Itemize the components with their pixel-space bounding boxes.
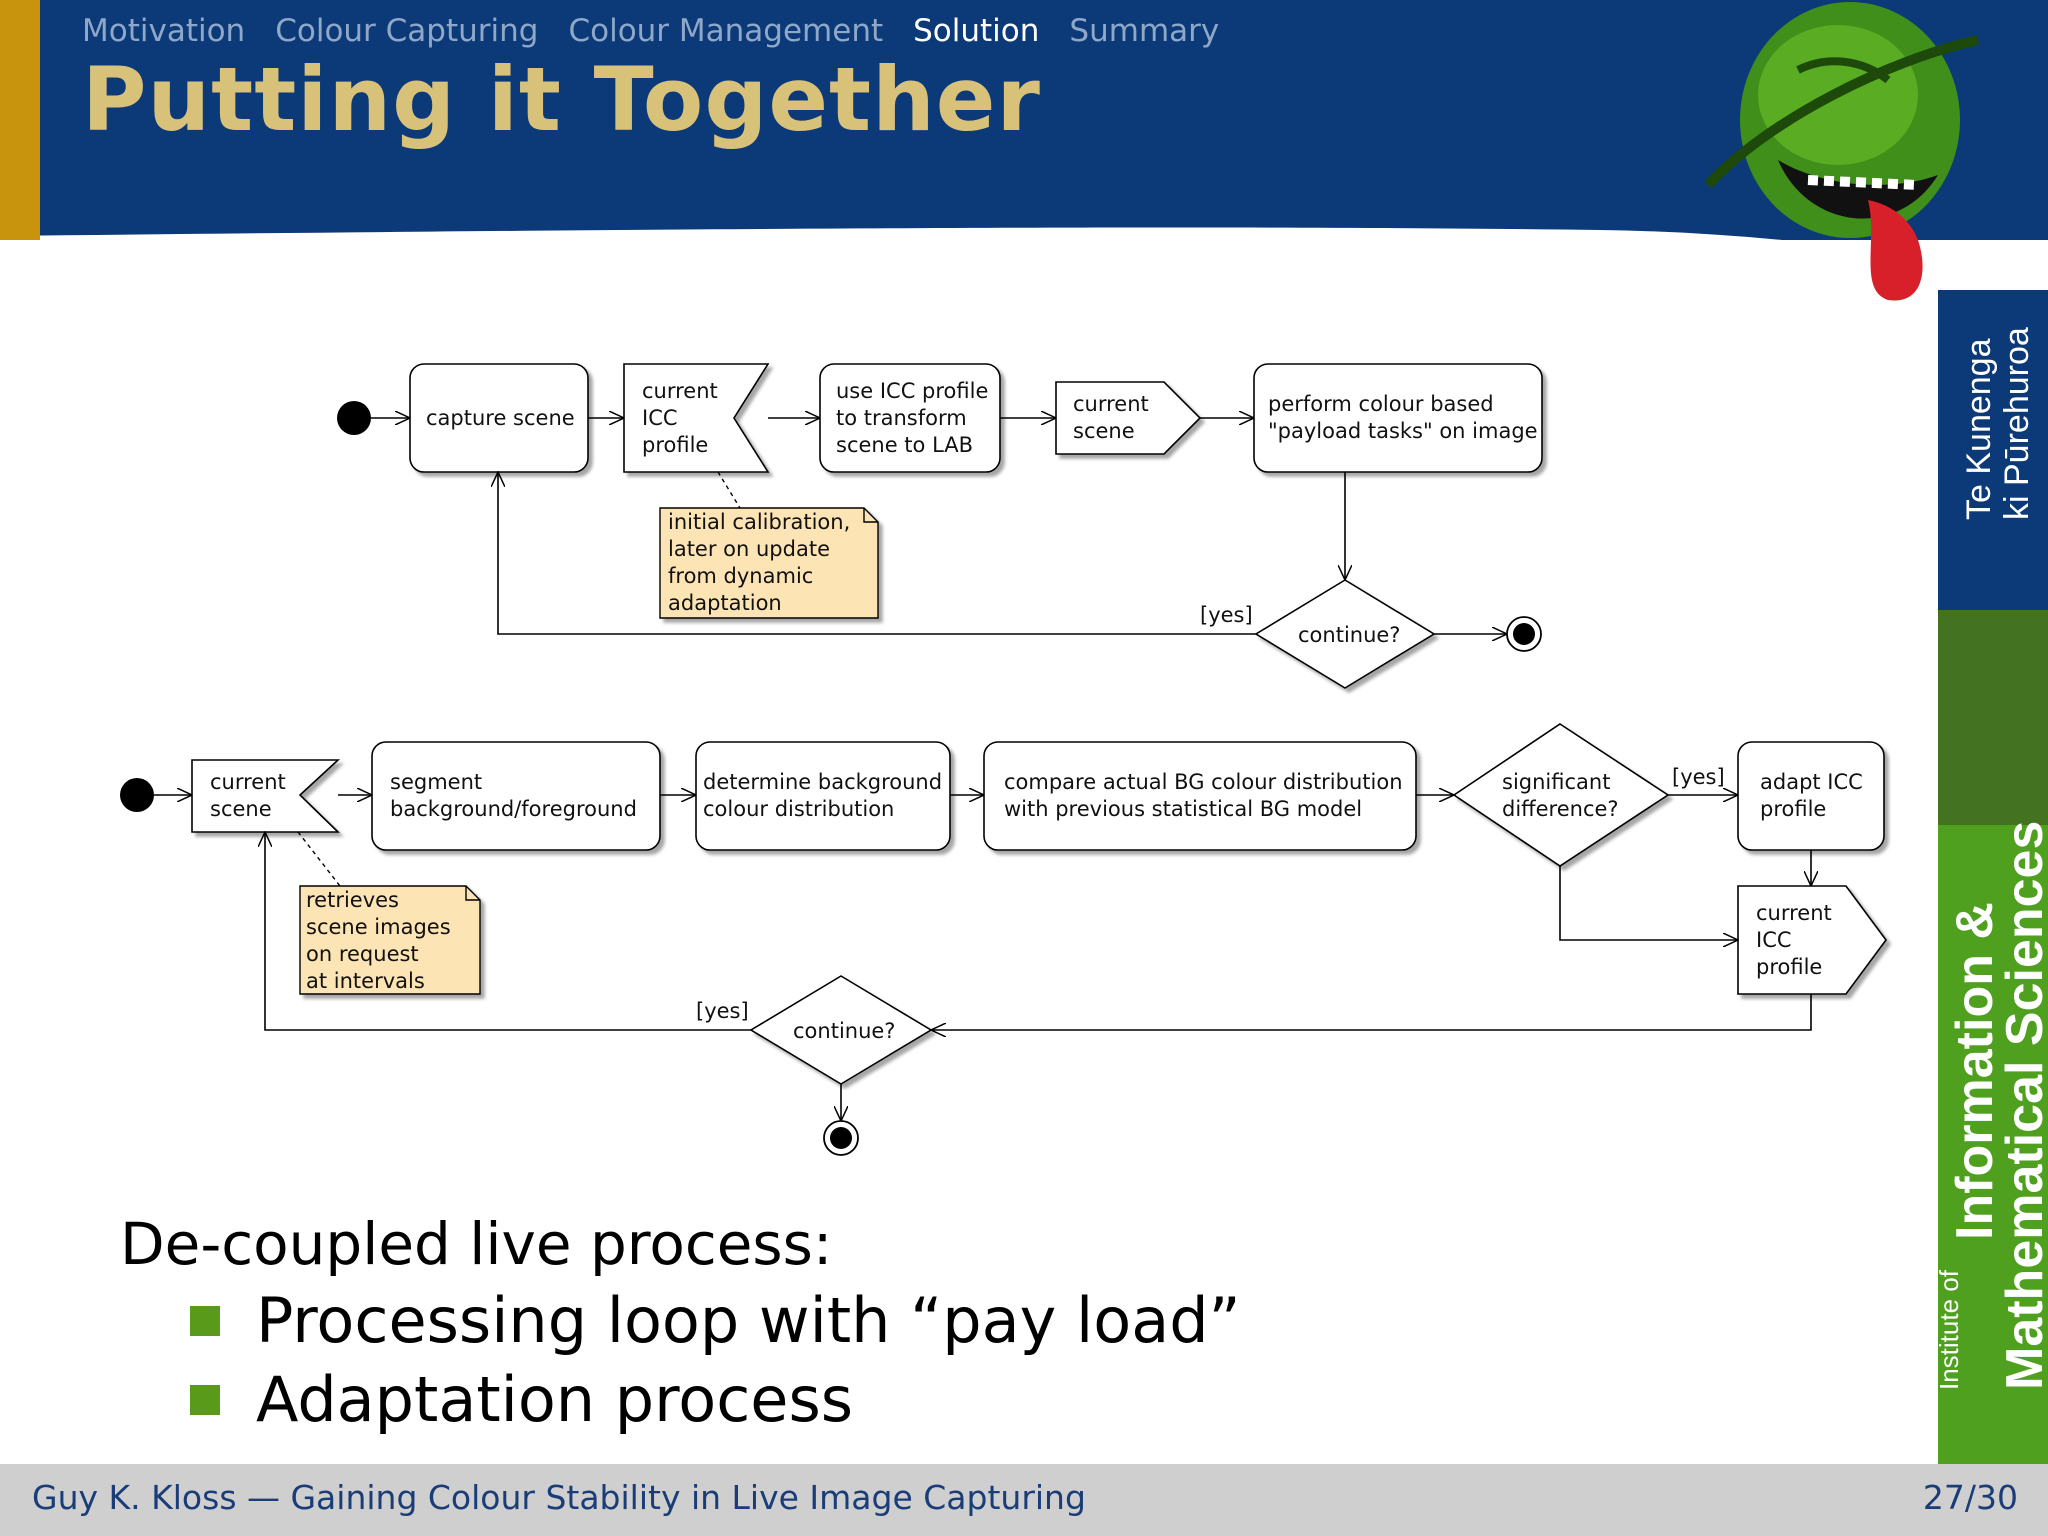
- institute-line1: Information &: [1946, 902, 2004, 1240]
- d2-note-line2: scene images: [306, 915, 451, 939]
- d1-calibration-note: initial calibration, later on update fro…: [659, 507, 879, 619]
- d1-continue-decision: continue?: [1254, 579, 1436, 689]
- d1-payload-line1: perform colour based: [1268, 392, 1494, 416]
- d2-adapt-line2: profile: [1760, 797, 1826, 821]
- nav-item-motivation[interactable]: Motivation: [82, 13, 246, 49]
- d2-note-line4: at intervals: [306, 969, 425, 993]
- d1-end-node: [1506, 616, 1542, 652]
- d2-note-line1: retrieves: [306, 888, 399, 912]
- d1-note-line4: adaptation: [668, 591, 782, 615]
- bullet-square-icon: [190, 1384, 220, 1415]
- d2-significant-line1: significant: [1502, 770, 1610, 794]
- green-alien-mascot-icon: [1704, 2, 1980, 301]
- d2-continue-decision: continue?: [749, 975, 933, 1085]
- d2-determine-line1: determine background: [703, 770, 942, 794]
- d1-use-icc-action: use ICC profile to transform scene to LA…: [819, 363, 1001, 473]
- d1-icc-line1: current: [642, 379, 718, 403]
- d1-icc-line3: profile: [642, 433, 708, 457]
- d1-payload-line2: "payload tasks" on image: [1268, 419, 1538, 443]
- d2-icc-line2: ICC: [1756, 928, 1792, 952]
- footer-bar: Guy K. Kloss — Gaining Colour Stability …: [0, 1464, 2048, 1536]
- body-heading: De-coupled live process:: [120, 1210, 833, 1278]
- d1-start-node: [337, 401, 371, 435]
- page-number: 27/30: [1922, 1478, 2018, 1517]
- d2-significant-line2: difference?: [1502, 797, 1619, 821]
- d2-continue-label: continue?: [793, 1019, 895, 1043]
- d2-adapt-action: adapt ICC profile: [1737, 741, 1885, 851]
- d1-use-icc-line3: scene to LAB: [836, 433, 973, 457]
- nav-item-summary[interactable]: Summary: [1069, 13, 1220, 49]
- d2-adapt-line1: adapt ICC: [1760, 770, 1863, 794]
- d2-note-line3: on request: [306, 942, 419, 966]
- d1-icc-profile-object: current ICC profile: [623, 363, 770, 473]
- diagram2: current scene segment background/foregro…: [120, 723, 1887, 1156]
- d2-start-node: [120, 778, 154, 812]
- d2-scene-line2: scene: [210, 797, 272, 821]
- d2-segment-line2: background/foreground: [390, 797, 637, 821]
- d1-continue-label: continue?: [1298, 623, 1400, 647]
- bullet-text: Adaptation process: [256, 1363, 854, 1436]
- slide-title: Putting it Together: [82, 48, 1041, 151]
- activity-diagrams: capture scene current ICC profile use IC…: [120, 363, 1887, 1156]
- d1-note-line1: initial calibration,: [668, 510, 850, 534]
- d2-compare-line1: compare actual BG colour distribution: [1004, 770, 1403, 794]
- d2-determine-action: determine background colour distribution: [695, 741, 951, 851]
- d1-icc-line2: ICC: [642, 406, 678, 430]
- d1-current-scene-object: current scene: [1055, 381, 1202, 455]
- d1-payload-action: perform colour based "payload tasks" on …: [1253, 363, 1543, 473]
- d1-use-icc-line2: to transform: [836, 406, 967, 430]
- institute-line2: Mathematical Sciences: [1996, 821, 2048, 1390]
- header-banner: Motivation Colour Capturing Colour Manag…: [0, 0, 2048, 240]
- d1-scene-line2: scene: [1073, 419, 1135, 443]
- d2-compare-line2: with previous statistical BG model: [1004, 797, 1362, 821]
- d2-yes-guard-loop: [yes]: [696, 999, 749, 1023]
- bullet-item: Processing loop with “pay load”: [190, 1284, 1241, 1357]
- d2-scene-line1: current: [210, 770, 286, 794]
- section-nav: Motivation Colour Capturing Colour Manag…: [82, 8, 1219, 54]
- d1-note-line3: from dynamic: [668, 564, 813, 588]
- nav-item-solution[interactable]: Solution: [913, 13, 1040, 49]
- d1-capture-scene-label: capture scene: [426, 406, 575, 430]
- nav-item-colour-capturing[interactable]: Colour Capturing: [275, 13, 539, 49]
- d2-determine-line2: colour distribution: [703, 797, 894, 821]
- institute-prefix: Institute of: [1938, 1269, 1964, 1390]
- bullet-item: Adaptation process: [190, 1363, 1241, 1436]
- bullet-square-icon: [190, 1305, 220, 1336]
- institute-sidebar: Te Kunenga ki Pūrehuroa Institute of Inf…: [1934, 290, 2048, 1465]
- d1-use-icc-line1: use ICC profile: [836, 379, 988, 403]
- d2-segment-line1: segment: [390, 770, 482, 794]
- d1-yes-guard: [yes]: [1200, 603, 1253, 627]
- footer-text: Guy K. Kloss — Gaining Colour Stability …: [32, 1478, 1086, 1517]
- d2-icc-line1: current: [1756, 901, 1832, 925]
- nav-item-colour-management[interactable]: Colour Management: [568, 13, 884, 49]
- d1-scene-line1: current: [1073, 392, 1149, 416]
- d2-current-scene-object: current scene: [191, 759, 341, 833]
- d2-compare-action: compare actual BG colour distribution wi…: [983, 741, 1417, 851]
- header-wave: [0, 200, 2048, 240]
- maori-name-line1: Te Kunenga: [1960, 338, 1998, 520]
- header-accent-bar: [0, 0, 40, 240]
- d2-significant-decision: significant difference?: [1452, 723, 1670, 867]
- d2-icc-profile-object: current ICC profile: [1737, 885, 1887, 995]
- d2-end-node: [823, 1120, 859, 1156]
- diagram1: capture scene current ICC profile use IC…: [337, 363, 1543, 689]
- d2-yes-guard-adapt: [yes]: [1672, 765, 1725, 789]
- d2-retrieves-note: retrieves scene images on request at int…: [299, 885, 481, 995]
- d1-note-line2: later on update: [668, 537, 830, 561]
- d2-icc-line3: profile: [1756, 955, 1822, 979]
- d2-segment-action: segment background/foreground: [371, 741, 661, 851]
- d1-capture-scene-action: capture scene: [409, 363, 589, 473]
- bullet-text: Processing loop with “pay load”: [256, 1284, 1241, 1357]
- slide-body: De-coupled live process: Processing loop…: [120, 1210, 1241, 1436]
- maori-name-line2: ki Pūrehuroa: [1998, 327, 2036, 520]
